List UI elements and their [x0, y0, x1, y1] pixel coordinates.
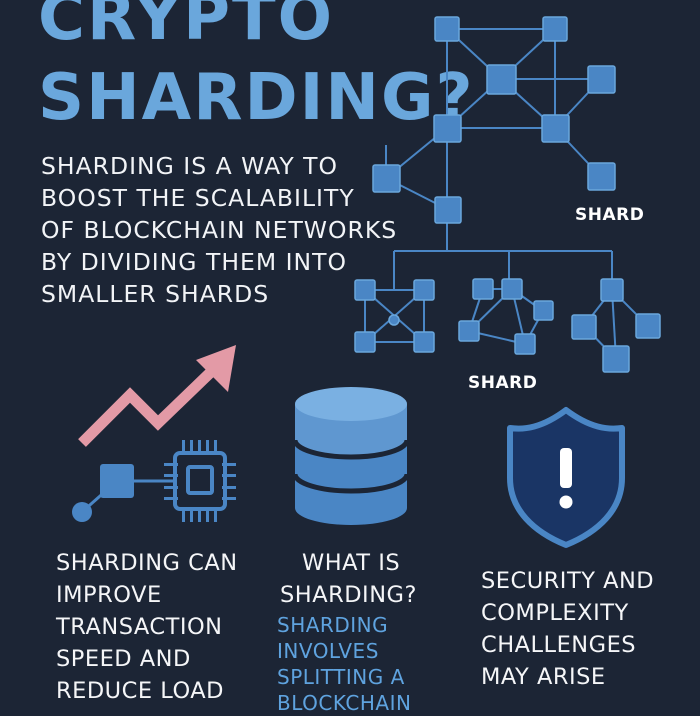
intro-line: SHARDING IS A WAY TO: [41, 152, 339, 180]
title-line-2: SHARDING?: [38, 61, 475, 135]
middle-sub-line: SHARDING: [277, 613, 389, 637]
database-icon: [292, 387, 410, 525]
right-line: CHALLENGES: [481, 632, 637, 658]
middle-heading-line: WHAT IS: [302, 550, 401, 576]
middle-subtext: SHARDING INVOLVES SPLITTING A BLOCKCHAIN: [277, 612, 411, 716]
middle-heading: WHAT IS SHARDING?: [280, 547, 417, 611]
right-line: COMPLEXITY: [481, 600, 629, 626]
intro-line: SMALLER SHARDS: [41, 280, 270, 308]
left-line: REDUCE LOAD: [56, 678, 224, 704]
right-column-text: SECURITY AND COMPLEXITY CHALLENGES MAY A…: [481, 565, 654, 693]
shard-label-bottom: SHARD: [468, 373, 538, 393]
network-nodes: [354, 16, 661, 373]
middle-sub-line: BLOCKCHAIN: [277, 691, 412, 715]
chip-icon: [72, 440, 236, 522]
title-line-1: CRYPTO: [38, 0, 335, 55]
left-line: IMPROVE: [56, 582, 162, 608]
left-column-text: SHARDING CAN IMPROVE TRANSACTION SPEED A…: [56, 547, 238, 707]
right-line: MAY ARISE: [481, 664, 606, 690]
left-line: TRANSACTION: [56, 614, 223, 640]
shard-network-diagram: [72, 16, 661, 548]
shard-label-top: SHARD: [575, 205, 645, 225]
intro-line: BY DIVIDING THEM INTO: [41, 248, 347, 276]
shield-warning-icon: [507, 407, 625, 548]
intro-paragraph: SHARDING IS A WAY TO BOOST THE SCALABILI…: [41, 150, 401, 310]
left-line: SPEED AND: [56, 646, 191, 672]
middle-sub-line: INVOLVES: [277, 639, 379, 663]
right-line: SECURITY AND: [481, 568, 655, 594]
intro-line: OF BLOCKCHAIN NETWORKS: [41, 216, 398, 244]
intro-line: BOOST THE SCALABILITY: [41, 184, 355, 212]
middle-heading-line: SHARDING?: [280, 582, 417, 608]
page-title: CRYPTO SHARDING?: [38, 0, 475, 138]
middle-sub-line: SPLITTING A: [277, 665, 405, 689]
growth-arrow-icon: [78, 345, 236, 447]
left-line: SHARDING CAN: [56, 550, 238, 576]
